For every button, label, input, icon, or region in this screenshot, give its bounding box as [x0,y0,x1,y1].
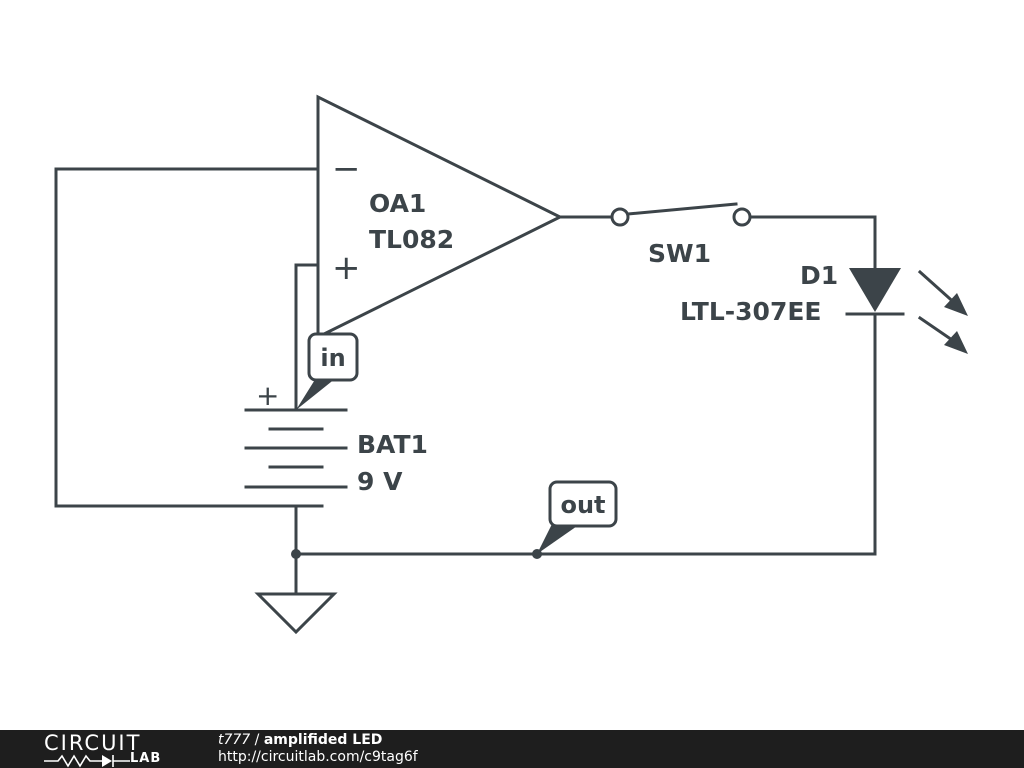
title-separator: / [250,732,264,748]
switch-lever [626,202,738,216]
circuit-title: amplifided LED [263,732,383,748]
switch-contact-left [610,207,630,227]
probe-out-pointer [537,524,580,554]
battery-value-label: 9 V [357,467,403,496]
resistor-diode-icon [44,754,130,768]
probe-in-box [307,332,359,382]
battery-name-label: BAT1 [357,430,428,459]
wires [54,167,877,596]
logo-text-top: CIRCUIT [44,731,142,755]
circuit-schematic: − + OA1 TL082 SW1 D1 LTL-307EE + BAT1 9 … [54,94,968,635]
opamp-name-label: OA1 [369,189,426,218]
battery-plus-sign: + [256,379,279,412]
led-return-wire [294,312,877,556]
probe-out[interactable]: out [537,480,618,554]
probe-in[interactable]: in [296,332,359,410]
switch-sw1[interactable]: SW1 [610,202,752,268]
opamp-plus-sign: + [332,248,361,288]
opamp-triangle [316,94,564,340]
circuitlab-logo[interactable]: CIRCUIT LAB [44,731,174,768]
switch-led-wire [748,215,877,270]
probe-out-label: out [560,491,605,519]
led-part-label: LTL-307EE [680,297,822,326]
probe-in-pointer [296,378,336,410]
feedback-wire [54,167,324,508]
ground-icon [254,592,338,635]
switch-name-label: SW1 [648,239,711,268]
logo-text-bottom: LAB [130,751,162,766]
light-emission-icon [917,269,968,354]
junction-dot-ground [291,549,301,559]
battery-bat1[interactable]: + BAT1 9 V [244,379,428,496]
circuit-url-link[interactable]: http://circuitlab.com/c9tag6f [218,749,418,765]
opamp-minus-sign: − [332,149,361,189]
author-name[interactable]: t777 [218,732,251,748]
opamp-oa1[interactable]: − + OA1 TL082 [316,94,564,340]
circuit-info: t777 / amplifided LED http://circuitlab.… [218,732,418,766]
led-name-label: D1 [800,261,838,290]
probe-in-label: in [320,344,345,372]
probe-out-box [548,480,618,528]
led-d1[interactable]: D1 LTL-307EE [680,261,968,354]
plus-input-wire [294,263,320,412]
opamp-part-label: TL082 [369,225,454,254]
led-triangle [849,268,901,312]
switch-contact-right [732,207,752,227]
footer-bar: CIRCUIT LAB t777 / amplifided LED http:/… [0,730,1024,768]
